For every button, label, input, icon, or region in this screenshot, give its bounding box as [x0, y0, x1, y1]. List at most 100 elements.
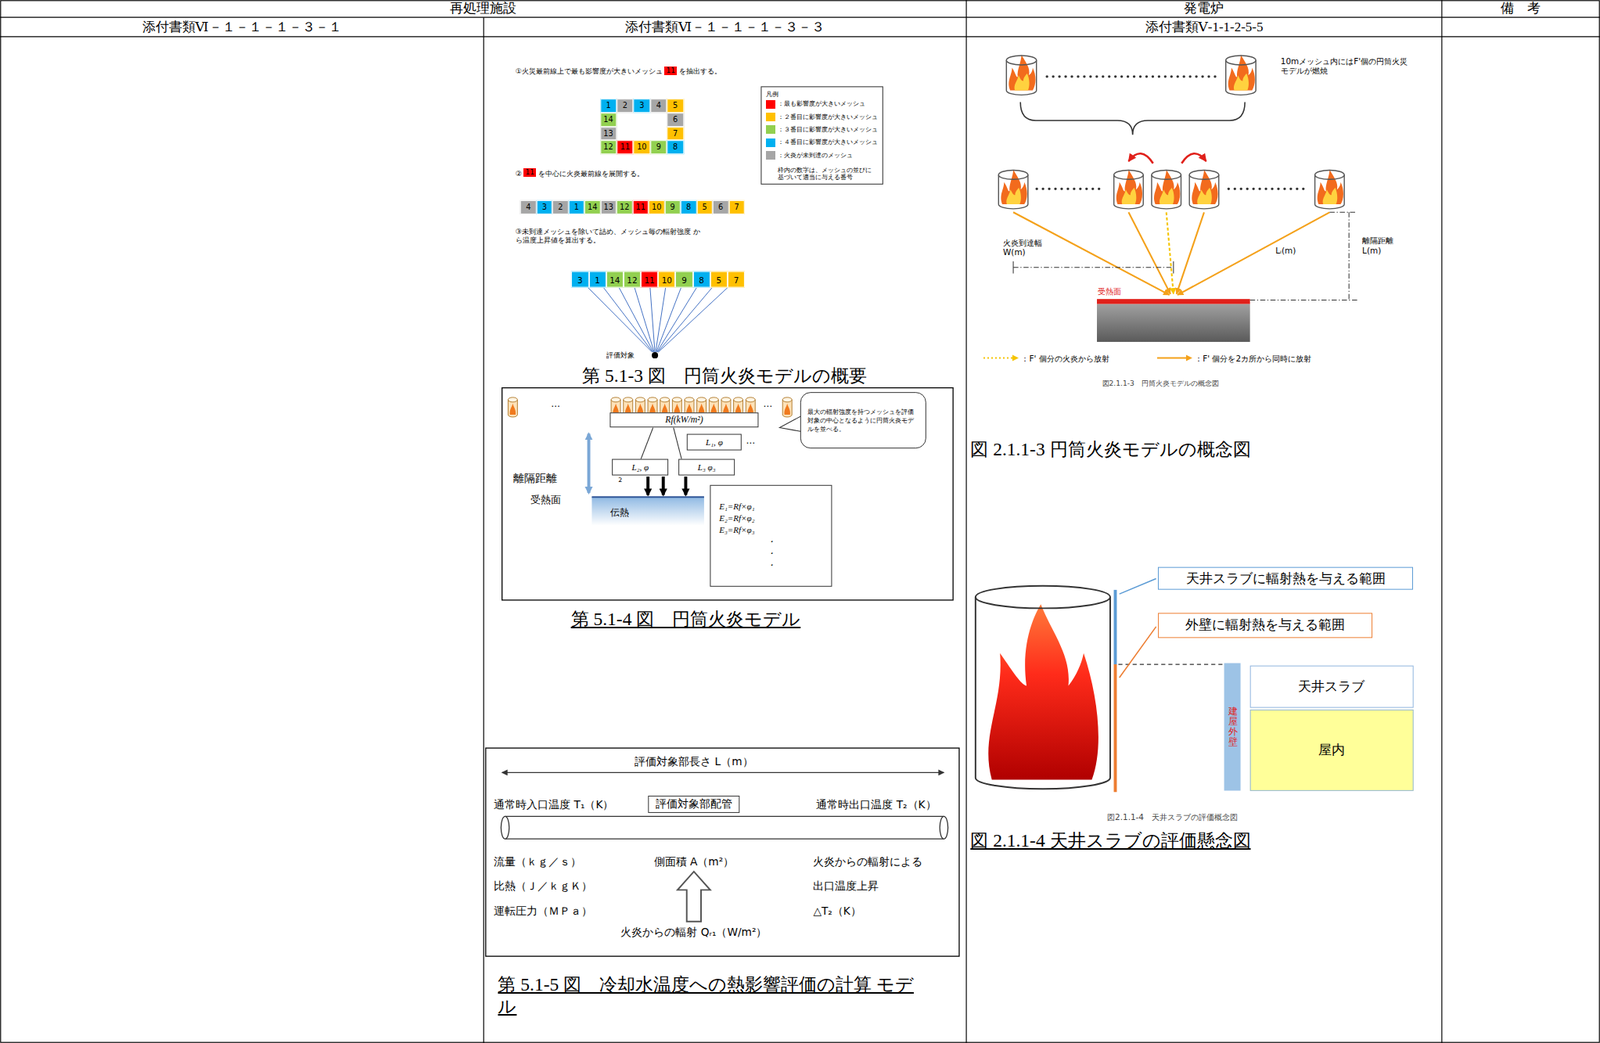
table-header: 添付書類Ⅵ－１－１－１－３－３	[625, 18, 825, 35]
mesh-cell: 9	[650, 140, 667, 155]
node-text: Rf(kW/m²)	[665, 414, 703, 425]
legend-sample	[1156, 352, 1194, 364]
radiation-arrow	[1166, 212, 1174, 294]
radiation-arrow	[1128, 212, 1170, 294]
callout-bubble: 最大の輻射強度を持つメッシュを評価対象の中心となるように円筒火炎モデルを並べる。	[800, 391, 926, 449]
annotation-text: を抽出する。	[679, 67, 722, 76]
legend-text: ：F' 個分の火炎から放射	[1021, 353, 1109, 364]
flame-cylinder	[1189, 168, 1219, 209]
mesh-cell: 3	[633, 98, 651, 113]
legend-swatch	[765, 100, 775, 109]
node-text: ・	[766, 547, 776, 560]
mesh-cell: 13	[600, 126, 617, 141]
figure-frame	[502, 388, 953, 601]
mesh-number: 12	[619, 202, 630, 212]
legend-frame	[761, 86, 883, 184]
table-rule	[0, 35, 1600, 37]
connector-line	[657, 287, 698, 353]
mesh-cell: 12	[600, 140, 617, 155]
mesh-number: 7	[733, 274, 740, 285]
connector-line	[588, 287, 653, 353]
mesh-number: 4	[656, 101, 662, 111]
mesh-number: 2	[557, 202, 563, 212]
mesh-number: 5	[672, 101, 678, 111]
level-line	[1118, 663, 1223, 665]
node-text: 最大の輻射強度を持つメッシュを評価対象の中心となるように円筒火炎モデルを並べる。	[807, 407, 920, 433]
table-rule	[965, 0, 967, 1043]
dotted-row	[1046, 75, 1216, 78]
cylinder-model-figure	[502, 388, 953, 601]
annotation-text: を中心に火炎最前線を展開する。	[538, 169, 644, 179]
mesh-cell: 10	[648, 200, 665, 215]
mesh-number: 13	[604, 202, 614, 212]
sample-arrowhead	[1186, 355, 1193, 362]
mesh-number: 13	[603, 129, 613, 138]
table-header: 添付書類Ⅵ－１－１－１－３－１	[142, 18, 342, 35]
mesh-number: 2	[622, 101, 628, 111]
annotation-text: 伝熱	[610, 506, 630, 518]
radiation-arrow	[1177, 212, 1330, 295]
table-rule	[0, 17, 1600, 18]
node-text: 建屋外壁	[1228, 706, 1238, 748]
mesh-cell: 12	[623, 271, 641, 288]
dimension-label: 離隔距離 L(m)	[1362, 235, 1410, 256]
node-text: E₁=Rf×φ₁	[719, 500, 755, 513]
dotted-row	[1228, 187, 1306, 191]
slab-range-line	[1114, 589, 1118, 665]
flame-cylinder	[998, 168, 1029, 209]
width-dimension	[1013, 266, 1174, 268]
callout-box: 外壁に輻射熱を与える範囲	[1157, 613, 1373, 638]
connector-line	[657, 287, 728, 353]
mesh-cell: 2	[616, 98, 633, 113]
cooling-water-model-figure	[485, 747, 960, 957]
table-header: 発電炉	[1183, 0, 1224, 17]
dotted-row	[1036, 187, 1104, 191]
ellipsis: …	[550, 398, 561, 410]
dimension-tick	[1013, 261, 1014, 274]
connector-line	[650, 287, 655, 353]
mesh-cell: 2	[552, 200, 569, 215]
dimension-tick	[1250, 299, 1358, 301]
connector-line	[657, 287, 712, 353]
mesh-cell: 11	[640, 271, 658, 288]
annotation-text: 出口温度上昇	[812, 879, 879, 892]
building-part: 天井スラブ	[1250, 665, 1414, 709]
view-line	[673, 427, 682, 460]
ceiling-slab-figure	[975, 578, 1224, 793]
mesh-cell: 5	[696, 200, 712, 215]
figure-caption: 図 2.1.1-3 円筒火炎モデルの概念図	[970, 438, 1251, 461]
mesh-number: 12	[603, 143, 613, 152]
connector-line	[634, 287, 655, 353]
dimension-tick	[1329, 212, 1357, 213]
mesh-cell: 14	[584, 200, 601, 215]
mesh-number: 11	[620, 143, 630, 152]
mesh-cell: 3	[571, 271, 589, 288]
mesh-number: 14	[609, 274, 620, 285]
mesh-number: 5	[702, 202, 708, 212]
legend-sample	[982, 352, 1020, 364]
mesh-number: 5	[715, 274, 722, 285]
mesh-cell: 1	[589, 271, 607, 288]
distance-arrow	[587, 433, 591, 493]
mesh-cell: 11	[616, 140, 633, 155]
annotation-text: ②	[515, 169, 522, 179]
mesh-cell: 5	[666, 98, 684, 113]
dimension-label: 評価対象部長さ L（m）	[634, 755, 753, 768]
label-box: Rf(kW/m²)	[610, 412, 759, 428]
annotation-text: △T₂（K）	[812, 904, 861, 917]
flame-cylinder	[1006, 54, 1036, 96]
pipe-end	[500, 816, 509, 839]
table-header: 備 考	[1500, 0, 1541, 17]
length-arrow	[502, 772, 945, 774]
mesh-number: 8	[698, 274, 705, 285]
node-text: L₃ φ₃	[697, 462, 716, 473]
legend-text: ：最も影響度が大きいメッシュ	[777, 100, 866, 108]
table-rule	[1441, 0, 1442, 1043]
mesh-cell: 12	[616, 200, 633, 215]
image-caption: 図2.1.1-4 天井スラブの評価概念図	[1107, 812, 1238, 823]
node-text: 評価対象	[606, 351, 635, 360]
legend-swatch	[765, 112, 775, 122]
mesh-number: 10	[636, 143, 647, 152]
building-part: 屋内	[1250, 708, 1414, 791]
